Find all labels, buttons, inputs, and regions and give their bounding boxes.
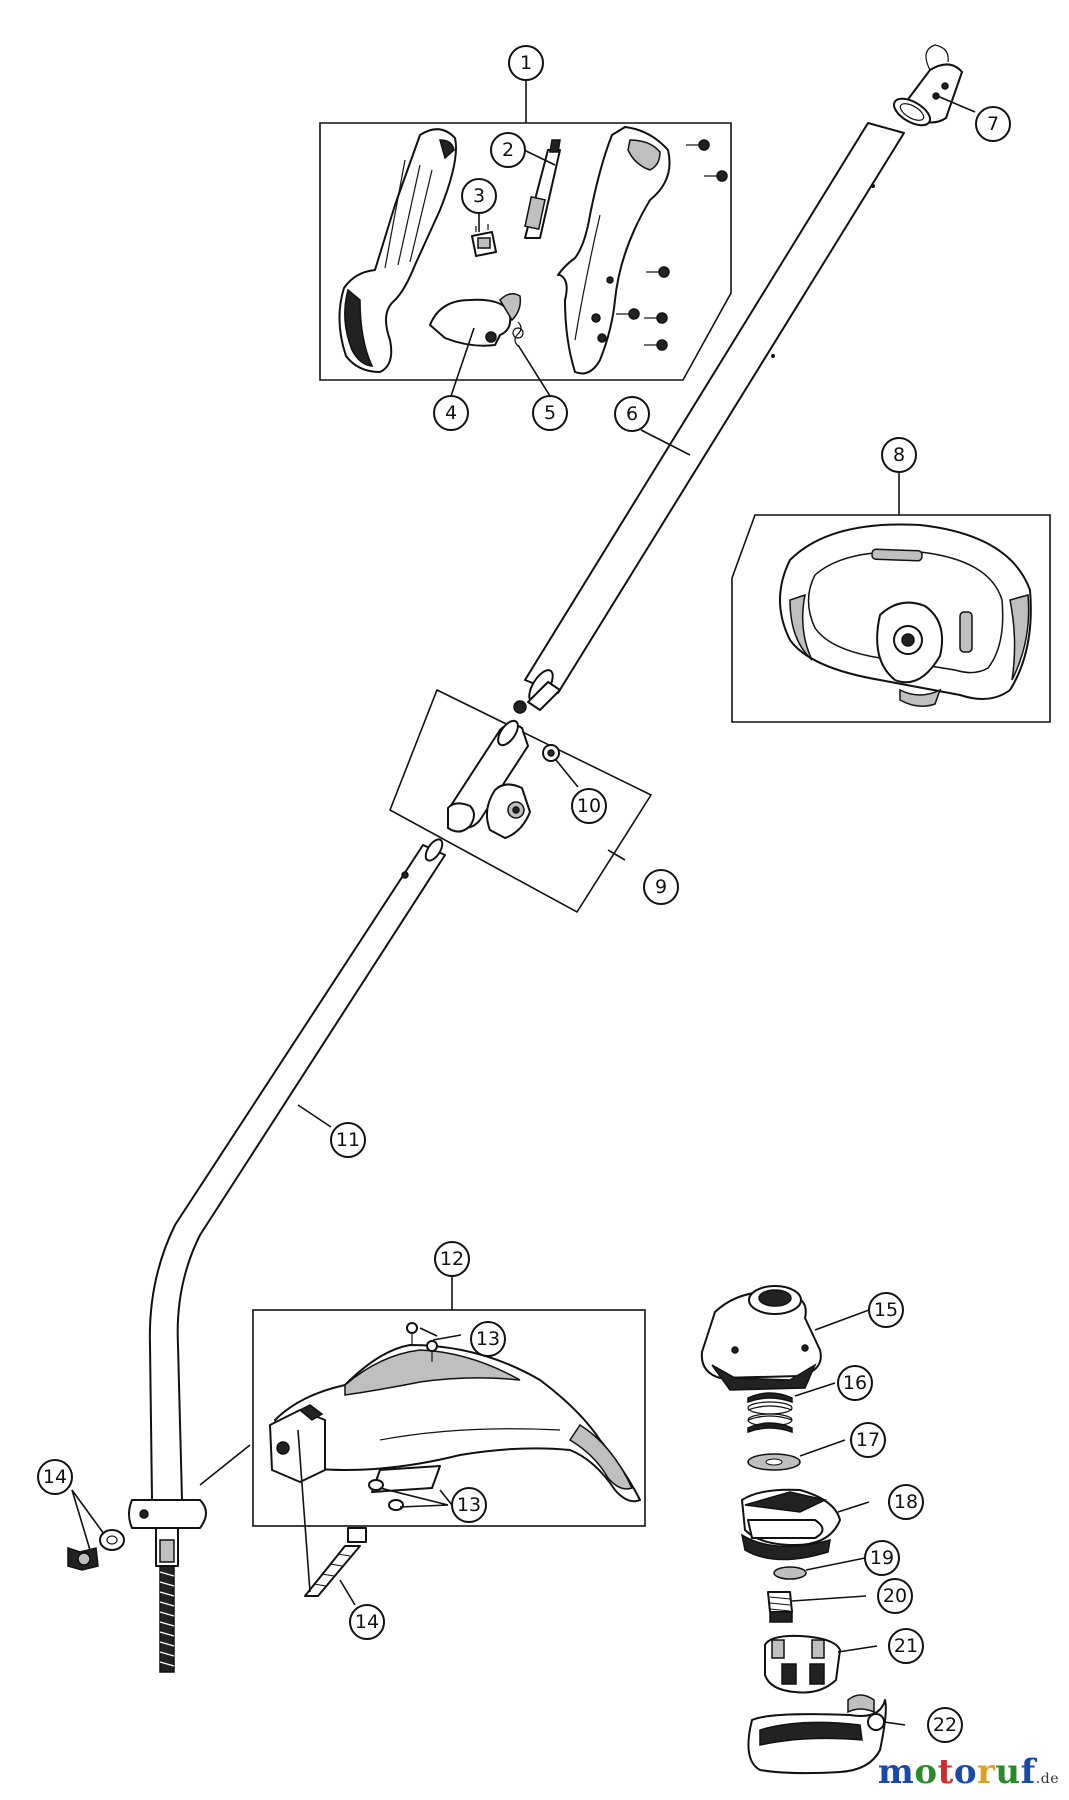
handle-housing-group-box [319, 122, 732, 381]
svg-text:15: 15 [874, 1299, 898, 1321]
spool [740, 1488, 841, 1561]
callout-8: 8 [881, 437, 917, 473]
callout-17: 17 [850, 1422, 886, 1458]
callout-2: 2 [490, 132, 526, 168]
svg-text:20: 20 [883, 1585, 907, 1607]
svg-text:5: 5 [544, 402, 556, 424]
washer-17 [747, 1453, 801, 1471]
callout-22: 22 [927, 1707, 963, 1743]
watermark-letter: f [1020, 1752, 1036, 1792]
coupler-group-box [388, 688, 653, 914]
callout-12: 12 [434, 1241, 470, 1277]
svg-text:19: 19 [870, 1547, 894, 1569]
svg-text:22: 22 [933, 1714, 957, 1736]
leader-lines [71, 80, 976, 1726]
guard-bracket-clamp [128, 1499, 207, 1529]
callout-18: 18 [888, 1484, 924, 1520]
coupler [447, 719, 531, 839]
watermark-letter: u [995, 1752, 1021, 1792]
callout-21: 21 [888, 1628, 924, 1664]
housing-screws [616, 139, 728, 351]
upper-shaft [513, 122, 905, 714]
left-handle-housing [338, 128, 457, 373]
svg-text:11: 11 [336, 1129, 360, 1151]
trigger-spring [512, 321, 524, 347]
svg-text:1: 1 [520, 52, 532, 74]
svg-text:14: 14 [43, 1466, 67, 1488]
trigger [429, 293, 522, 347]
bolt-20 [767, 1591, 793, 1623]
auxiliary-handle-group-box [731, 514, 1051, 723]
svg-text:3: 3 [473, 185, 485, 207]
callout-20: 20 [877, 1578, 913, 1614]
svg-text:9: 9 [655, 876, 667, 898]
callout-15: 15 [868, 1292, 904, 1328]
svg-text:16: 16 [843, 1372, 867, 1394]
svg-text:10: 10 [577, 795, 601, 817]
lock-off-button [524, 139, 561, 239]
svg-text:17: 17 [856, 1429, 880, 1451]
callout-10: 10 [571, 788, 607, 824]
svg-text:12: 12 [440, 1248, 464, 1270]
wing-nut-left [67, 1546, 99, 1571]
callout-6: 6 [614, 396, 650, 432]
washer-19 [773, 1566, 807, 1580]
svg-text:14: 14 [355, 1611, 379, 1633]
callout-4: 4 [433, 395, 469, 431]
coupler-nut [542, 744, 560, 762]
watermark-letters: motoruf [878, 1752, 1036, 1792]
callout-5: 5 [532, 395, 568, 431]
right-handle-housing [557, 126, 671, 375]
spool-cover [747, 1694, 887, 1775]
svg-text:8: 8 [893, 444, 905, 466]
switch [471, 224, 497, 257]
svg-text:13: 13 [476, 1328, 500, 1350]
callout-16: 16 [837, 1365, 873, 1401]
watermark-letter: o [953, 1752, 977, 1792]
callout-19: 19 [864, 1540, 900, 1576]
auxiliary-handle [779, 523, 1032, 707]
watermark-letter: o [914, 1752, 938, 1792]
lower-shaft [148, 838, 446, 1673]
svg-text:13: 13 [457, 1494, 481, 1516]
callout-13-bottom: 13 [451, 1487, 487, 1523]
callout-14-left: 14 [37, 1459, 73, 1495]
spring [747, 1392, 793, 1434]
callout-13-top: 13 [470, 1321, 506, 1357]
guard [269, 1344, 641, 1503]
callout-9: 9 [643, 869, 679, 905]
callout-11: 11 [330, 1122, 366, 1158]
spool-retainer [764, 1634, 841, 1694]
watermark-letter: r [977, 1752, 996, 1792]
guard-bolt [304, 1527, 367, 1597]
svg-text:4: 4 [445, 402, 457, 424]
guard-screws-top [406, 1322, 438, 1362]
svg-text:2: 2 [502, 139, 514, 161]
watermark-tld: .de [1035, 1771, 1059, 1787]
spool-housing [700, 1285, 822, 1391]
washer-left [99, 1529, 125, 1551]
watermark-letter: m [877, 1752, 915, 1792]
callout-3: 3 [461, 178, 497, 214]
callout-1: 1 [508, 45, 544, 81]
guard-group-box [252, 1309, 646, 1527]
svg-text:7: 7 [987, 113, 999, 135]
svg-text:6: 6 [626, 403, 638, 425]
callout-7: 7 [975, 106, 1011, 142]
watermark-letter: t [937, 1752, 954, 1792]
callout-14-bottom: 14 [349, 1604, 385, 1640]
motoruf-watermark-logo: motoruf.de [878, 1752, 1059, 1792]
svg-text:18: 18 [894, 1491, 918, 1513]
guard-nuts [368, 1479, 404, 1511]
shaft-top-cap [892, 44, 963, 127]
svg-text:21: 21 [894, 1635, 918, 1657]
